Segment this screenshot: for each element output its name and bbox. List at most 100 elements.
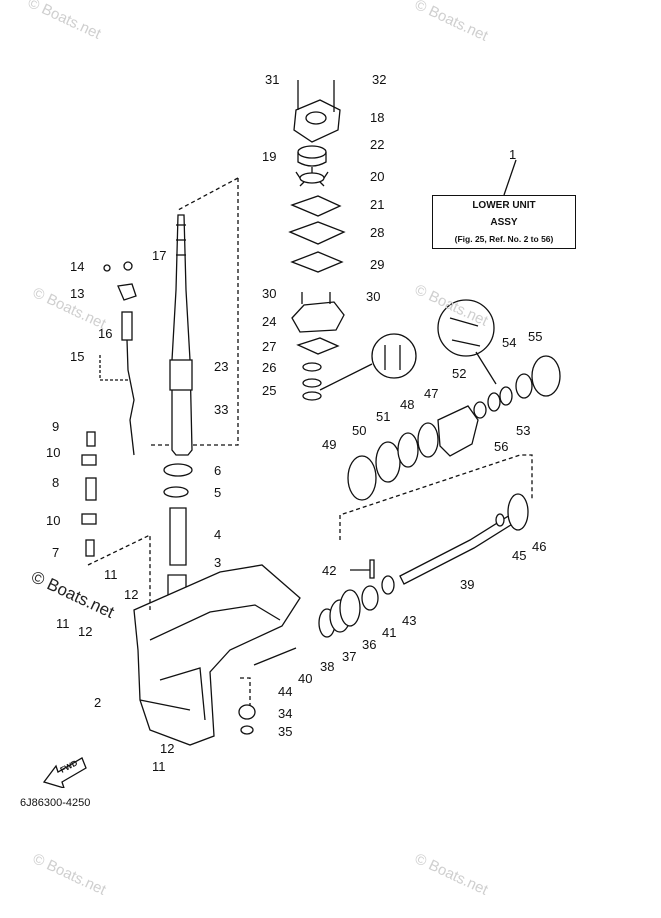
callout-32: 32 (372, 72, 387, 87)
ring-55 (531, 355, 561, 397)
callout-7: 7 (52, 545, 60, 560)
water-pump-housing (293, 99, 341, 143)
drive-shaft (169, 214, 193, 456)
ring-43 (381, 575, 395, 595)
callout-56: 56 (494, 439, 509, 454)
callout-12-mid: 12 (78, 624, 93, 639)
pump-gasket-lower (290, 251, 344, 273)
callout-29: 29 (370, 257, 385, 272)
pump-case-lower (291, 292, 345, 333)
callout-12-upper: 12 (124, 587, 139, 602)
callout-40: 40 (298, 671, 313, 686)
callout-8: 8 (52, 475, 60, 490)
sleeve-4 (169, 507, 187, 566)
callout-14: 14 (70, 259, 85, 274)
callout-17: 17 (152, 248, 167, 263)
oring-50 (375, 441, 401, 483)
impeller (295, 167, 329, 187)
callout-41: 41 (382, 625, 397, 640)
gear-36 (339, 589, 361, 627)
callout-33: 33 (214, 402, 229, 417)
callout-24: 24 (262, 314, 277, 329)
callout-11-lower: 11 (152, 759, 166, 774)
callout-35: 35 (278, 724, 293, 739)
callout-30-right: 30 (366, 289, 381, 304)
part-number: 6J86300-4250 (20, 797, 91, 809)
oring-51 (397, 432, 419, 468)
callout-47: 47 (424, 386, 439, 401)
callout-2: 2 (94, 695, 102, 710)
callout-20: 20 (370, 169, 385, 184)
callout-55: 55 (528, 329, 543, 344)
callout-9: 9 (52, 419, 60, 434)
title-box-line2: ASSY (490, 217, 518, 228)
seal-5 (163, 486, 189, 498)
shift-parts (81, 261, 137, 557)
gasket-27 (296, 337, 340, 355)
callout-53: 53 (516, 423, 531, 438)
fwd-arrow-icon (42, 757, 87, 788)
oring-49 (347, 455, 377, 501)
housing-47 (437, 405, 479, 457)
callout-36: 36 (362, 637, 377, 652)
oil-seal-26 (302, 362, 322, 372)
bearing-6 (163, 463, 193, 477)
callout-50: 50 (352, 423, 367, 438)
title-box-line1: LOWER UNIT (472, 200, 536, 211)
title-box-line3: (Fig. 25, Ref. No. 2 to 56) (454, 234, 554, 244)
callout-38: 38 (320, 659, 335, 674)
callout-54: 54 (502, 335, 517, 350)
callout-15: 15 (70, 349, 85, 364)
callout-10-lower: 10 (46, 513, 61, 528)
callout-45: 45 (512, 548, 527, 563)
lower-left-bracket (87, 533, 151, 610)
callout-12-lower: 12 (160, 741, 175, 756)
oil-seal-25b (302, 391, 322, 401)
callout-26: 26 (262, 360, 277, 375)
outer-plate (288, 221, 346, 245)
seal-53b (499, 386, 513, 406)
callout-22: 22 (370, 137, 385, 152)
callout-52: 52 (452, 366, 467, 381)
ring-54 (515, 373, 533, 399)
callout-25: 25 (262, 383, 277, 398)
callout-18: 18 (370, 110, 385, 125)
callout-43: 43 (402, 613, 417, 628)
callout-27: 27 (262, 339, 277, 354)
callout-10-upper: 10 (46, 445, 61, 460)
washer-45 (495, 513, 505, 527)
callout-44: 44 (278, 684, 293, 699)
callout-37: 37 (342, 649, 357, 664)
clutch-41 (361, 585, 379, 611)
title-box: LOWER UNIT ASSY (Fig. 25, Ref. No. 2 to … (432, 195, 576, 249)
callout-6: 6 (214, 463, 222, 478)
gear-46 (507, 493, 529, 531)
pump-gasket (290, 195, 342, 217)
callout-49: 49 (322, 437, 337, 452)
callout-16: 16 (98, 326, 113, 341)
callout-11-upper: 11 (104, 567, 118, 582)
pump-insert (297, 145, 327, 167)
seal-52 (473, 401, 487, 419)
pin-42 (369, 559, 375, 579)
callout-34: 34 (278, 706, 293, 721)
propeller-shaft (399, 514, 515, 585)
callout-19: 19 (262, 149, 277, 164)
bearing-48 (417, 422, 439, 458)
callout-1: 1 (509, 147, 517, 162)
lower-case (133, 564, 301, 746)
callout-48: 48 (400, 397, 415, 412)
callout-11-mid: 11 (56, 616, 70, 631)
anode-34 (238, 704, 256, 720)
callout-5: 5 (214, 485, 222, 500)
callout-23: 23 (214, 359, 229, 374)
callout-28: 28 (370, 225, 385, 240)
callout-3: 3 (214, 555, 222, 570)
callout-4: 4 (214, 527, 222, 542)
bolt-35 (240, 725, 254, 735)
rear-group-bracket (339, 454, 533, 540)
callout-42: 42 (322, 563, 337, 578)
callout-13: 13 (70, 286, 85, 301)
